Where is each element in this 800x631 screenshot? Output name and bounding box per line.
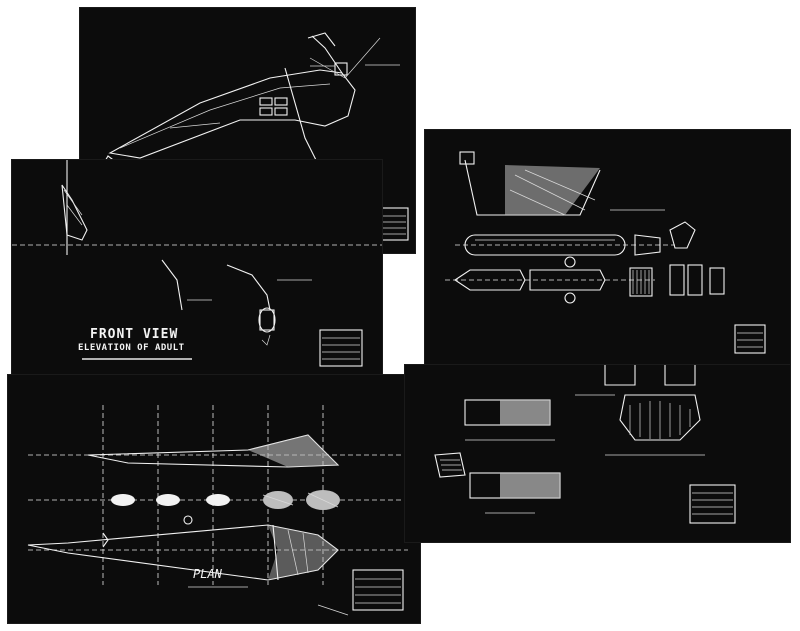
- front-view-title: FRONT VIEW: [90, 327, 179, 342]
- blueprint-sheet-front-view: FRONT VIEW ELEVATION OF ADULT: [12, 160, 382, 375]
- plan-label: PLAN: [193, 567, 222, 581]
- blueprint-drawing-front-view: [12, 160, 382, 367]
- blueprint-sheet-sections: [405, 365, 790, 542]
- front-view-note-line: [82, 358, 192, 360]
- blueprint-drawing-detail-right: [445, 151, 766, 354]
- blueprint-drawing-sections: [434, 365, 736, 524]
- blueprint-drawing-plan: [27, 405, 408, 616]
- blueprint-sheet-detail-right: [425, 130, 790, 365]
- blueprint-drawing-top: [103, 32, 409, 241]
- front-view-subtitle: ELEVATION OF ADULT: [78, 343, 185, 353]
- blueprint-sheet-plan: PLAN: [8, 375, 420, 623]
